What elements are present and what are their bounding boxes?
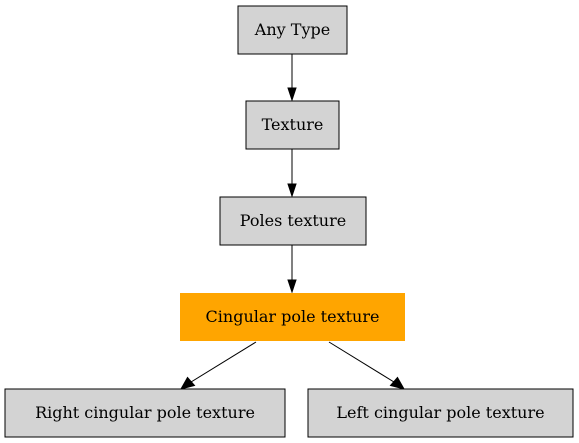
node-cingular-pole-texture-box: [180, 293, 405, 341]
edge-texture-to-poles-texture: [287, 149, 297, 198]
node-texture-label: Texture: [262, 115, 324, 134]
node-any-type-label: Any Type: [254, 20, 330, 39]
node-any-type-box: [237, 5, 348, 55]
edge-any-type-to-texture: [287, 54, 297, 102]
node-poles-texture-box: [219, 196, 367, 246]
node-poles-texture-label: Poles texture: [240, 211, 346, 230]
edge-cingular-to-right-cingular: [179, 341, 257, 390]
edge-poles-texture-to-cingular-pole-texture: [287, 245, 297, 294]
node-any-type[interactable]: Any Type: [237, 5, 348, 55]
node-right-cingular-pole-texture[interactable]: Right cingular pole texture: [4, 388, 286, 438]
node-texture-box: [245, 100, 340, 150]
node-right-cingular-pole-texture-box: [4, 388, 286, 438]
node-texture[interactable]: Texture: [245, 100, 340, 150]
node-right-cingular-pole-texture-label: Right cingular pole texture: [35, 403, 255, 422]
node-left-cingular-pole-texture[interactable]: Left cingular pole texture: [307, 388, 574, 438]
node-cingular-pole-texture-label: Cingular pole texture: [206, 307, 380, 326]
node-cingular-pole-texture[interactable]: Cingular pole texture: [180, 293, 405, 341]
node-left-cingular-pole-texture-box: [307, 388, 574, 438]
edge-cingular-to-left-cingular: [328, 341, 406, 390]
edges: [179, 54, 406, 390]
node-poles-texture[interactable]: Poles texture: [219, 196, 367, 246]
node-left-cingular-pole-texture-label: Left cingular pole texture: [336, 403, 544, 422]
